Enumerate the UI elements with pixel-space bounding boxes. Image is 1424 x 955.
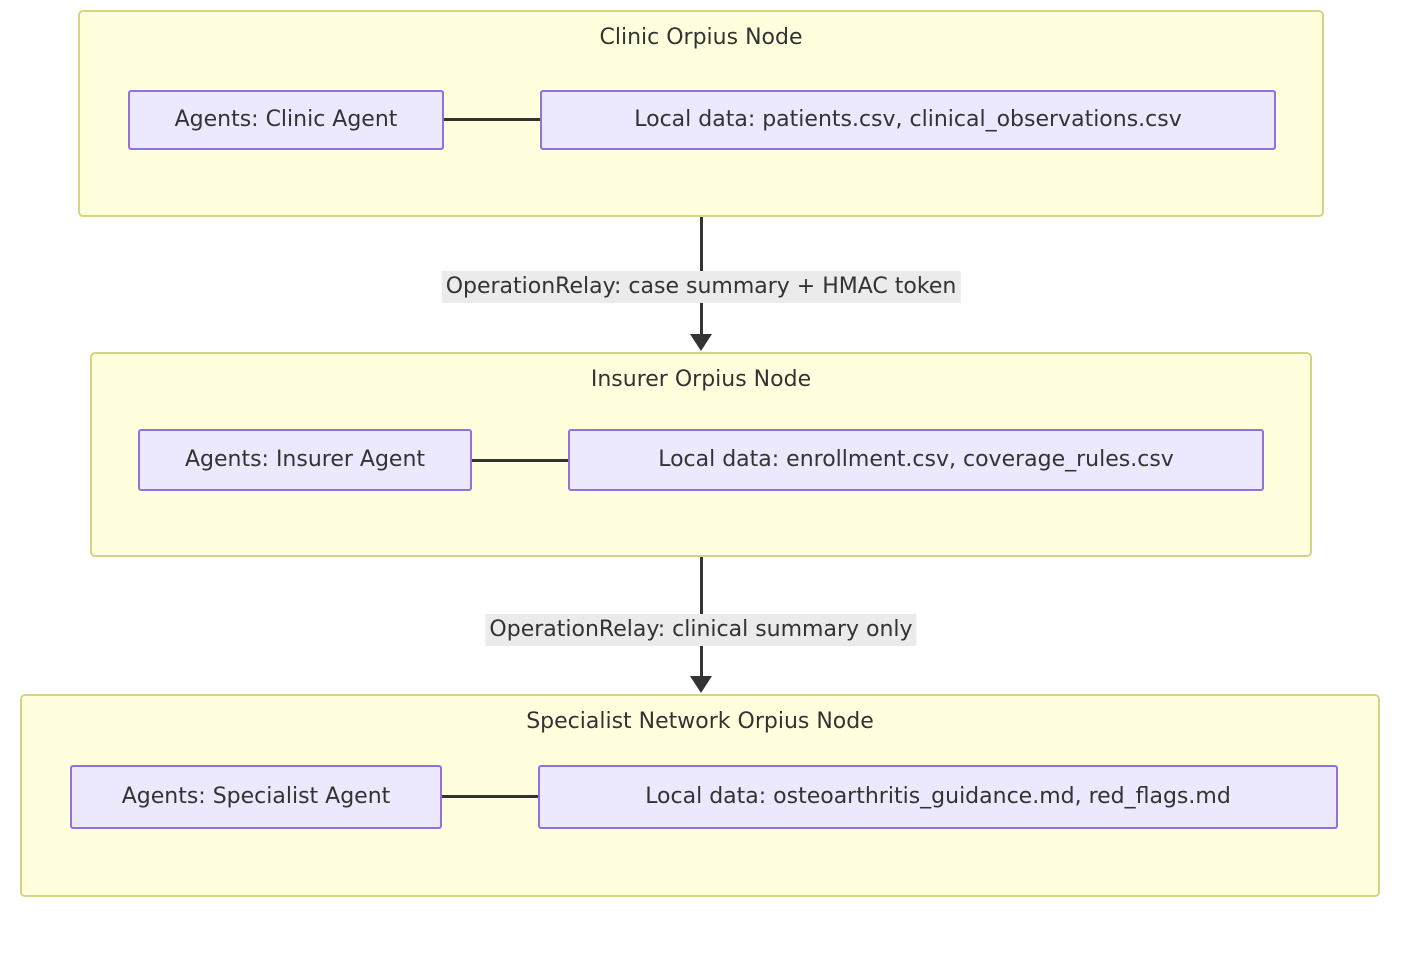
relay-arrowhead-insurer-to-specialist — [690, 676, 712, 693]
cluster-title-insurer: Insurer Orpius Node — [590, 367, 812, 392]
cluster-insurer-orpius-node[interactable]: Insurer Orpius Node Agents: Insurer Agen… — [90, 352, 1312, 557]
connector-specialist-agent-data — [442, 795, 538, 798]
cluster-specialist-network-orpius-node[interactable]: Specialist Network Orpius Node Agents: S… — [20, 694, 1380, 897]
node-insurer-local-data[interactable]: Local data: enrollment.csv, coverage_rul… — [568, 429, 1264, 491]
connector-insurer-agent-data — [472, 459, 568, 462]
node-clinic-local-data[interactable]: Local data: patients.csv, clinical_obser… — [540, 90, 1276, 150]
relay-arrowhead-clinic-to-insurer — [690, 334, 712, 351]
node-specialist-agents[interactable]: Agents: Specialist Agent — [70, 765, 442, 829]
cluster-title-clinic: Clinic Orpius Node — [599, 25, 803, 50]
node-label-specialist-local-data: Local data: osteoarthritis_guidance.md, … — [645, 784, 1231, 809]
node-label-clinic-agents: Agents: Clinic Agent — [174, 107, 398, 132]
node-label-clinic-local-data: Local data: patients.csv, clinical_obser… — [634, 107, 1182, 132]
node-specialist-local-data[interactable]: Local data: osteoarthritis_guidance.md, … — [538, 765, 1338, 829]
node-insurer-agents[interactable]: Agents: Insurer Agent — [138, 429, 472, 491]
cluster-clinic-orpius-node[interactable]: Clinic Orpius Node Agents: Clinic Agent … — [78, 10, 1324, 217]
connector-clinic-agent-data — [444, 118, 540, 121]
relay-label-clinic-to-insurer: OperationRelay: case summary + HMAC toke… — [441, 271, 961, 303]
node-label-specialist-agents: Agents: Specialist Agent — [121, 784, 391, 809]
cluster-title-specialist: Specialist Network Orpius Node — [526, 709, 874, 734]
relay-label-insurer-to-specialist: OperationRelay: clinical summary only — [485, 614, 917, 646]
node-label-insurer-local-data: Local data: enrollment.csv, coverage_rul… — [658, 447, 1174, 472]
node-clinic-agents[interactable]: Agents: Clinic Agent — [128, 90, 444, 150]
node-label-insurer-agents: Agents: Insurer Agent — [184, 447, 426, 472]
